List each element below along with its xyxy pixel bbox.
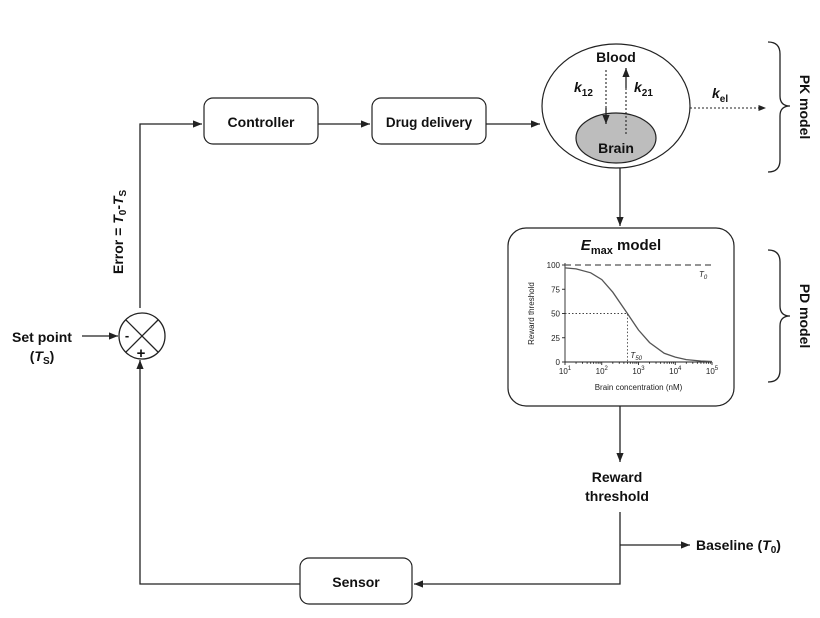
y-tick-label: 100 (547, 261, 561, 270)
y-tick-label: 0 (556, 358, 561, 367)
pd-model-label: PD model (797, 284, 813, 349)
y-tick-label: 25 (551, 334, 560, 343)
k21-label: k21 (634, 79, 653, 99)
pk-model: Blood Brain k12 k21 (541, 43, 691, 169)
reward-label-line1: Reward (592, 469, 643, 485)
junction-minus: - (125, 328, 129, 343)
reward-to-sensor-arrow (414, 512, 621, 588)
sensor-feedback-arrow (136, 360, 300, 585)
t0-annotation: T0 (699, 270, 708, 281)
x-axis-label: Brain concentration (nM) (595, 383, 683, 392)
set-point-symbol: (TS) (30, 348, 55, 367)
x-tick-label: 104 (669, 366, 682, 376)
sensor-label: Sensor (332, 574, 380, 590)
t50-annotation: T50 (630, 351, 642, 362)
brain-label: Brain (598, 140, 634, 156)
brain-compartment (575, 112, 657, 164)
summing-junction: - + (118, 312, 166, 362)
junction-plus: + (137, 345, 146, 362)
x-tick-label: 103 (632, 366, 645, 376)
x-tick-label: 101 (559, 366, 572, 376)
t50-guide-lines (565, 313, 628, 362)
pd-bracket (767, 249, 791, 383)
blood-label: Blood (596, 49, 636, 65)
sensor-block: Sensor (299, 557, 413, 605)
y-axis-label: Reward threshold (527, 282, 536, 345)
pd-model: Emax model 0 25 50 75 100 101 102 103 104 105Brai… (507, 227, 735, 407)
emax-curve (564, 267, 713, 363)
x-tick-label: 102 (596, 366, 609, 376)
baseline-label: Baseline (T0) (696, 537, 781, 556)
pk-model-label: PK model (797, 75, 813, 140)
error-label: Error = T0-TS (110, 189, 129, 274)
pd-model-box (507, 227, 735, 407)
controller-label: Controller (228, 114, 295, 130)
kel-label: kel (712, 85, 728, 105)
y-tick-label: 50 (551, 310, 560, 319)
error-path-arrow (139, 120, 202, 308)
y-tick-label: 75 (551, 285, 560, 294)
pd-model-title: Emax model (581, 237, 661, 257)
controller-block: Controller (203, 97, 319, 145)
drug-delivery-block: Drug delivery (371, 97, 487, 145)
drug-delivery-label: Drug delivery (386, 115, 473, 130)
x-tick-label: 105 (706, 366, 719, 376)
k12-label: k12 (574, 79, 593, 99)
set-point-label: Set point (12, 329, 72, 345)
pk-bracket (767, 41, 791, 173)
reward-label-line2: threshold (585, 488, 649, 504)
